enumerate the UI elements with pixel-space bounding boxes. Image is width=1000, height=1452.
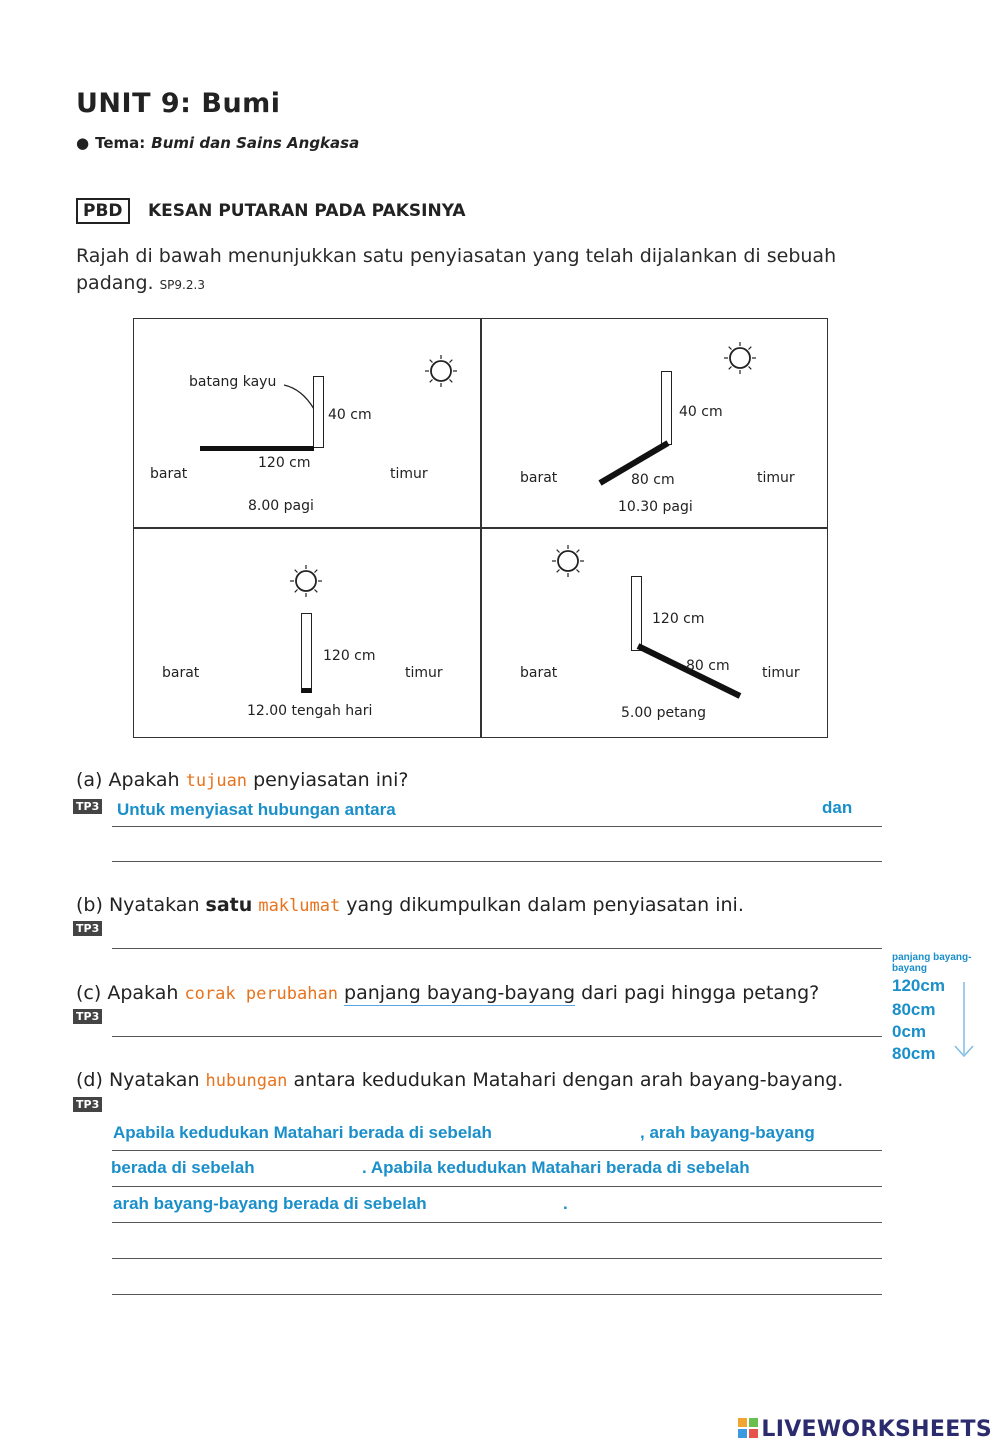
shadow-label-4: 80 cm (686, 658, 730, 674)
pbd-badge: PBD (76, 198, 130, 224)
stick-panel-1 (313, 376, 324, 448)
question-c: (c) Apakah corak perubahan panjang bayan… (76, 982, 820, 1006)
side-value: 0cm (892, 1022, 927, 1041)
shadow-diagram: batang kayu 40 cm 120 cm barat timur 8.0… (133, 318, 828, 738)
side-note-title: panjang bayang-bayang (892, 952, 972, 974)
shadow-panel-1 (200, 446, 314, 451)
question-a: (a) Apakah tujuan penyiasatan ini? (76, 769, 408, 791)
tp-badge: TP3 (73, 921, 103, 936)
keyword-highlight: hubungan (205, 1071, 288, 1091)
answer-text: . (563, 1194, 568, 1213)
answer-line[interactable] (112, 1186, 882, 1187)
liveworksheets-logo-icon (738, 1418, 759, 1438)
west-label-3: barat (162, 665, 200, 681)
sun-icon (552, 545, 584, 577)
tp-badge: TP3 (73, 1097, 103, 1112)
unit-title: UNIT 9: Bumi (76, 88, 281, 119)
height-label-4: 120 cm (652, 611, 705, 627)
time-label-1: 8.00 pagi (248, 498, 314, 514)
answer-line[interactable] (112, 826, 882, 827)
answer-text: , arah bayang-bayang (640, 1123, 815, 1142)
syllabus-code: SP9.2.3 (159, 278, 205, 292)
question-number: (b) (76, 894, 103, 916)
theme-label: Tema: (95, 134, 146, 152)
intro-text: Rajah di bawah menunjukkan satu penyiasa… (76, 243, 886, 299)
side-value: 120cm (892, 976, 945, 995)
west-label-4: barat (520, 665, 558, 681)
answer-line[interactable] (112, 1150, 882, 1151)
sun-icon (724, 342, 756, 374)
question-bold-word: satu (205, 894, 253, 916)
question-d: (d) Nyatakan hubungan antara kedudukan M… (76, 1069, 843, 1091)
keyword-highlight: maklumat (258, 896, 341, 916)
shadow-panel-2 (598, 440, 670, 486)
sun-icon (425, 355, 457, 387)
time-label-2: 10.30 pagi (618, 499, 693, 515)
shadow-label-1: 120 cm (258, 455, 311, 471)
question-text: Apakah (108, 769, 180, 791)
question-number: (c) (76, 982, 102, 1004)
question-text: penyiasatan ini? (253, 769, 409, 791)
answer-line[interactable] (112, 1222, 882, 1223)
tp-badge: TP3 (73, 1009, 103, 1024)
brand-name: LIVEWORKSHEETS (761, 1417, 992, 1442)
answer-text: berada di sebelah (111, 1158, 255, 1177)
west-label-1: barat (150, 466, 188, 482)
question-text: Nyatakan (108, 1069, 200, 1091)
keyword-highlight: corak perubahan (184, 984, 338, 1004)
stick-panel-2 (661, 371, 672, 445)
footer-brand: LIVEWORKSHEETS (737, 1417, 992, 1442)
answer-text: . Apabila kedudukan Matahari berada di s… (362, 1158, 750, 1177)
east-label-2: timur (757, 470, 795, 486)
sun-icon (290, 565, 322, 597)
intro-sentence: Rajah di bawah menunjukkan satu penyiasa… (76, 245, 837, 294)
stick-label: batang kayu (189, 374, 277, 390)
answer-line[interactable] (112, 1036, 882, 1037)
answer-text: Apabila kedudukan Matahari berada di seb… (113, 1123, 492, 1142)
time-label-4: 5.00 petang (621, 705, 706, 721)
answer-line[interactable] (112, 1294, 882, 1295)
keyword-highlight: tujuan (185, 771, 248, 791)
stick-panel-3 (301, 613, 312, 693)
side-value: 80cm (892, 1000, 936, 1019)
theme-value: Bumi dan Sains Angkasa (151, 134, 360, 152)
tp-badge: TP3 (73, 799, 103, 814)
shadow-panel-4 (636, 643, 742, 699)
theme-line: ● Tema: Bumi dan Sains Angkasa (76, 134, 359, 152)
question-number: (d) (76, 1069, 103, 1091)
underlined-phrase: panjang bayang-bayang (344, 982, 576, 1006)
side-value: 80cm (892, 1044, 936, 1063)
down-arrow-icon (954, 982, 974, 1058)
height-label-1: 40 cm (328, 407, 372, 423)
time-label-3: 12.00 tengah hari (247, 703, 373, 719)
section-title: KESAN PUTARAN PADA PAKSINYA (148, 201, 466, 221)
stick-panel-4 (631, 576, 642, 651)
height-label-2: 40 cm (679, 404, 723, 420)
question-text: dari pagi hingga petang? (581, 982, 820, 1004)
answer-text: dan (822, 798, 853, 817)
east-label-3: timur (405, 665, 443, 681)
question-text: Apakah (107, 982, 179, 1004)
question-text: antara kedudukan Matahari dengan arah ba… (293, 1069, 844, 1091)
answer-line[interactable] (112, 861, 882, 862)
divider-horizontal (134, 527, 827, 529)
question-text: Nyatakan (108, 894, 200, 916)
question-number: (a) (76, 769, 103, 791)
answer-text: arah bayang-bayang berada di sebelah (113, 1194, 427, 1213)
question-b: (b) Nyatakan satu maklumat yang dikumpul… (76, 894, 744, 916)
answer-line[interactable] (112, 1258, 882, 1259)
answer-line[interactable] (112, 948, 882, 949)
east-label-4: timur (762, 665, 800, 681)
question-text: yang dikumpulkan dalam penyiasatan ini. (346, 894, 744, 916)
east-label-1: timur (390, 466, 428, 482)
pointer-line (283, 384, 315, 410)
bullet-icon: ● (76, 134, 90, 152)
height-label-3: 120 cm (323, 648, 376, 664)
answer-text: Untuk menyiasat hubungan antara (117, 800, 396, 819)
west-label-2: barat (520, 470, 558, 486)
shadow-label-2: 80 cm (631, 472, 675, 488)
